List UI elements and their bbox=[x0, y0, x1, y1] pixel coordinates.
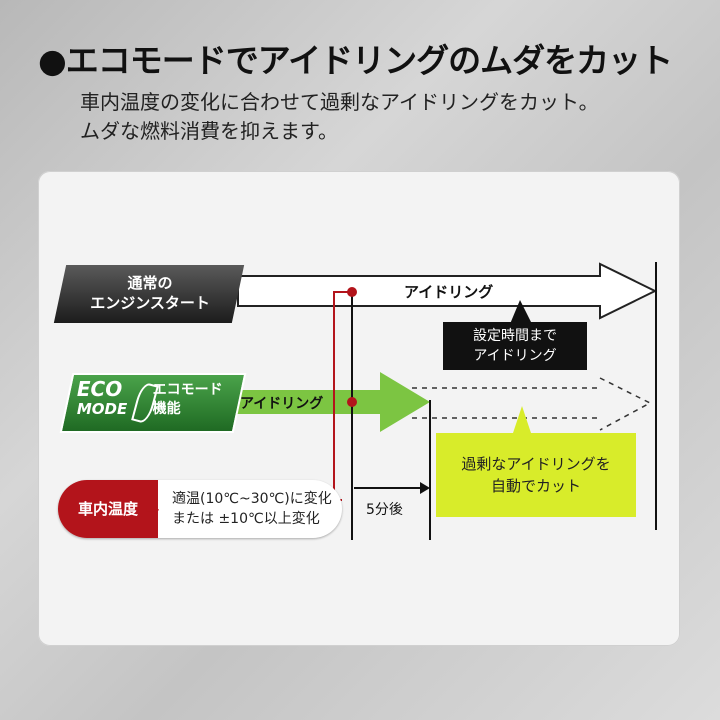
standard-idling-arrow bbox=[237, 262, 658, 320]
temp-text-line-2: または ±10℃以上変化 bbox=[172, 511, 320, 527]
standard-label-line-1: 通常の bbox=[127, 274, 173, 292]
eco-mode-logo: ECO MODE bbox=[76, 377, 128, 419]
subtitle-line-2: ムダな燃料消費を抑えます。 bbox=[80, 119, 338, 143]
standard-start-label: 通常の エンジンスタート bbox=[53, 265, 245, 323]
right-arrow-icon: ➡ bbox=[146, 500, 160, 519]
standard-callout: 設定時間まで アイドリング bbox=[443, 322, 587, 370]
eco-label-line-1: エコモード bbox=[152, 382, 223, 398]
standard-callout-line-2: アイドリング bbox=[473, 348, 557, 364]
temperature-condition: 車内温度 ➡ 適温(10℃~30℃)に変化 または ±10℃以上変化 bbox=[58, 480, 342, 538]
dark-callout-pointer bbox=[510, 300, 532, 324]
connector-dot-mid bbox=[347, 397, 357, 407]
standard-label-line-2: エンジンスタート bbox=[90, 294, 210, 312]
dashed-arrowhead bbox=[599, 377, 652, 431]
page-title: ●エコモードでアイドリングのムダをカット bbox=[38, 41, 673, 80]
eco-logo-line-1: ECO bbox=[76, 377, 123, 401]
eco-callout-line-2: 自動でカット bbox=[490, 477, 581, 495]
eco-callout: 過剰なアイドリングを 自動でカット bbox=[436, 433, 636, 517]
temp-text-line-1: 適温(10℃~30℃)に変化 bbox=[172, 491, 332, 507]
delay-label: 5分後 bbox=[366, 502, 403, 518]
eco-label-line-2: 機能 bbox=[152, 401, 181, 417]
eco-mode-label: ECO MODE エコモード 機能 bbox=[59, 373, 247, 433]
subtitle-line-1: 車内温度の変化に合わせて過剰なアイドリングをカット。 bbox=[80, 90, 599, 114]
lime-callout-pointer bbox=[512, 406, 532, 436]
standard-callout-line-1: 設定時間まで bbox=[473, 328, 557, 344]
eco-logo-line-2: MODE bbox=[76, 400, 128, 418]
eco-arrow-label: アイドリング bbox=[240, 395, 323, 412]
connector-dot-top bbox=[347, 287, 357, 297]
temp-label: 車内温度 bbox=[58, 480, 158, 538]
standard-arrow-label: アイドリング bbox=[404, 283, 493, 301]
eco-callout-line-1: 過剰なアイドリングを bbox=[461, 455, 611, 473]
delay-arrowhead bbox=[420, 482, 430, 494]
